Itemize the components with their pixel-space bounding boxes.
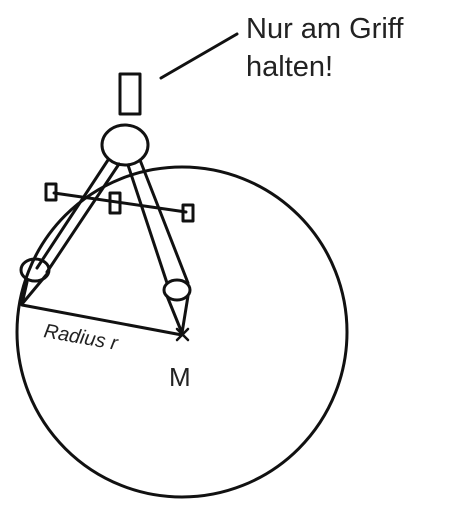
bar-end-left [46, 184, 56, 200]
note-line-1: Nur am Griff [246, 10, 451, 48]
compass-handle[interactable] [120, 74, 140, 114]
compass-left-joint [21, 259, 49, 281]
radius-label: Radius r [42, 320, 120, 355]
compass-right-joint [164, 280, 190, 300]
note-pointer-line [161, 34, 237, 78]
bar-end-right [183, 205, 193, 221]
compass-right-leg [128, 160, 188, 333]
hold-instruction-note: Nur am Griff halten! [246, 10, 451, 86]
note-line-2: halten! [246, 48, 451, 86]
center-label: M [169, 362, 191, 392]
